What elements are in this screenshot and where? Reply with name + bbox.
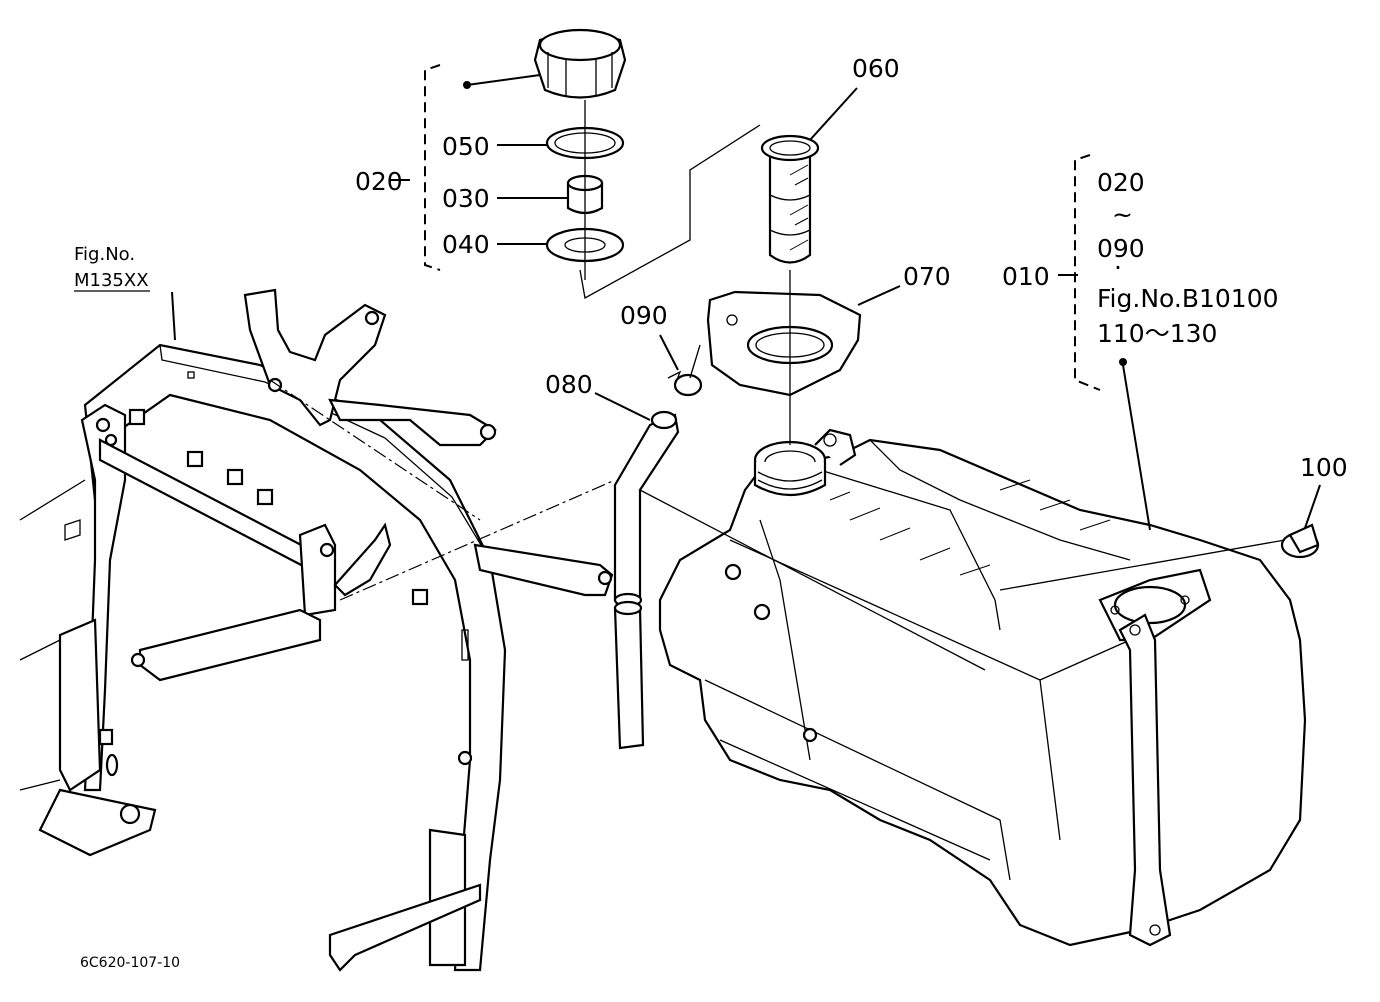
fuel-tank-drawing (658, 428, 1307, 947)
frame-ref-line2: M135XX (74, 270, 149, 291)
group-010-line2: ~ (1112, 200, 1133, 229)
frame-ref-line1: Fig.No. (74, 244, 135, 265)
mount-bolt (1280, 523, 1320, 559)
frame-drawing (19, 288, 614, 972)
label-060: 060 (852, 54, 900, 83)
label-040: 040 (442, 230, 490, 259)
fuel-strainer (760, 134, 820, 264)
group-010-line4: · (1114, 253, 1122, 282)
breather-hose (613, 410, 680, 750)
leader-lines (171, 64, 1321, 671)
hose-clamp (667, 370, 703, 397)
label-100: 100 (1300, 453, 1348, 482)
label-020: 020 (355, 167, 403, 196)
label-050: 050 (442, 132, 490, 161)
label-010: 010 (1002, 262, 1050, 291)
group-010-line5: Fig.No.B10100 (1097, 284, 1279, 313)
label-080: 080 (545, 370, 593, 399)
drawing-code: 6C620-107-10 (80, 955, 180, 971)
group-010-line6: 110～130 (1097, 319, 1217, 348)
fuel-cap (533, 28, 627, 99)
label-030: 030 (442, 184, 490, 213)
group-010-line3: 090 (1097, 234, 1145, 263)
label-090: 090 (620, 301, 668, 330)
group-010-line1: 020 (1097, 168, 1145, 197)
part-labels: 020 050 030 040 060 070 080 090 010 100 … (74, 54, 1348, 971)
label-070: 070 (903, 262, 951, 291)
drain-tray (706, 290, 862, 397)
